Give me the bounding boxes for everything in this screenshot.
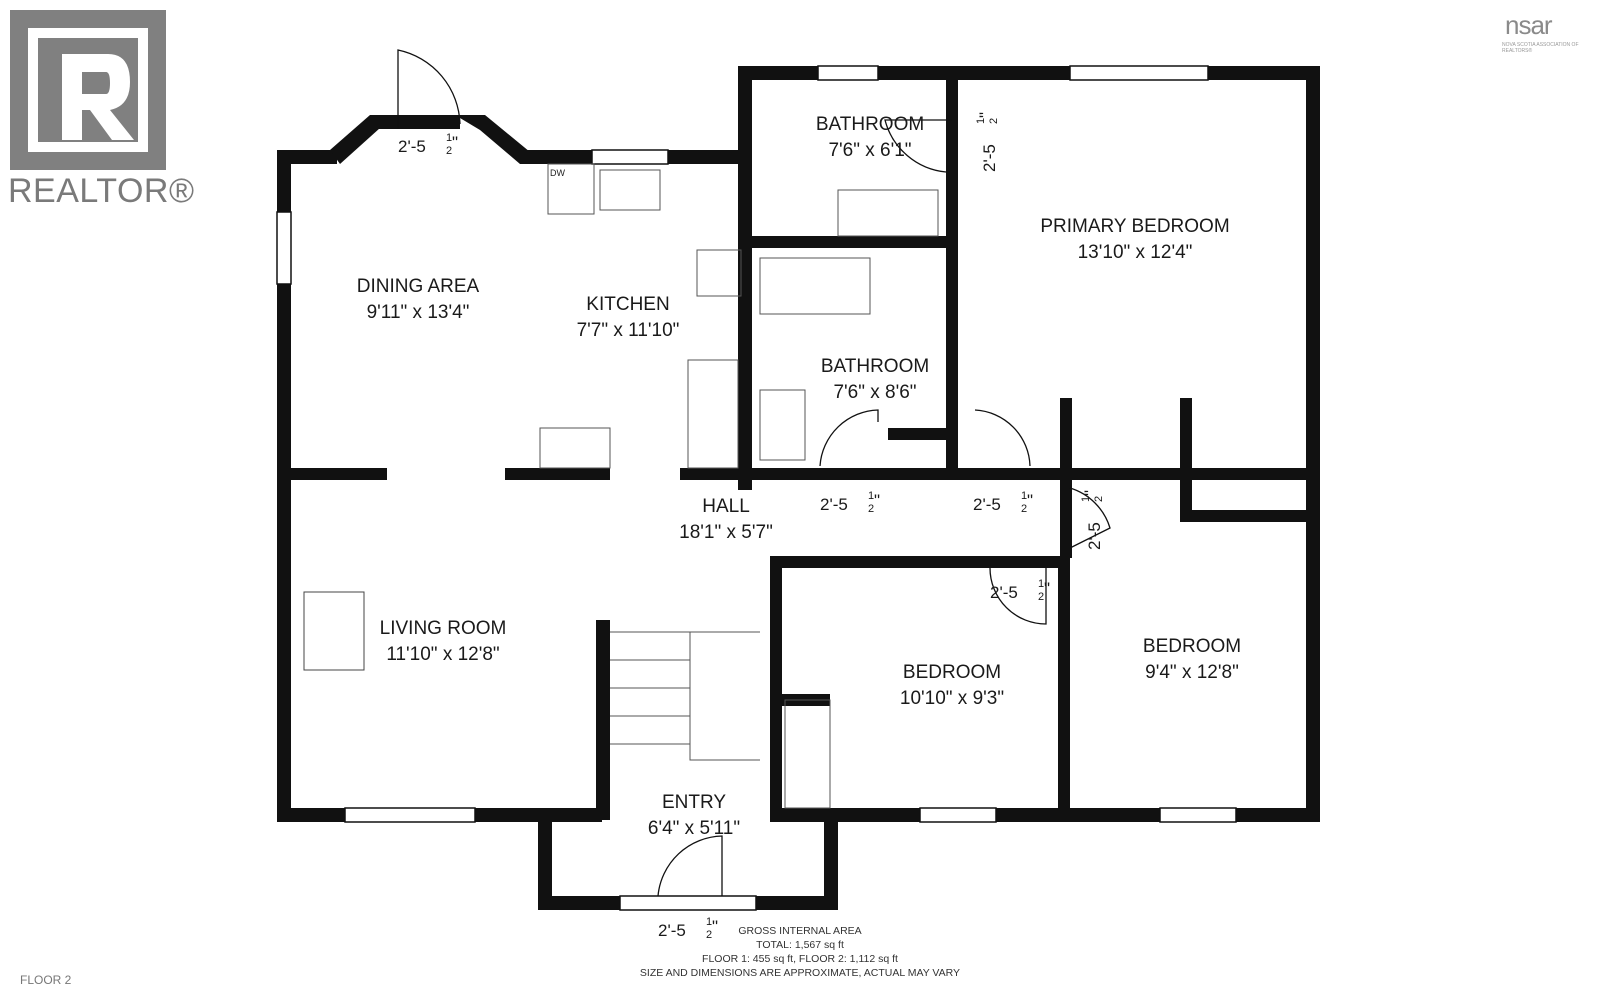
svg-text:2: 2 xyxy=(1021,503,1027,515)
svg-text:": " xyxy=(1044,579,1050,598)
bedroom-right-name: BEDROOM xyxy=(1143,636,1241,657)
door-dim-primary: 2'-5 1 2 " xyxy=(973,490,1033,515)
living-room-size: 11'10" x 12'8" xyxy=(386,644,499,665)
primary-bedroom-name: PRIMARY BEDROOM xyxy=(1040,216,1229,237)
area-notes: GROSS INTERNAL AREA TOTAL: 1,567 sq ft F… xyxy=(640,925,960,979)
hall-size: 18'1" x 5'7" xyxy=(679,522,773,543)
svg-text:1: 1 xyxy=(446,132,452,144)
svg-text:1: 1 xyxy=(1021,490,1027,502)
dishwasher-label: DW xyxy=(550,168,565,178)
svg-text:": " xyxy=(1081,490,1100,496)
svg-text:": " xyxy=(452,133,458,152)
svg-text:2: 2 xyxy=(1093,496,1105,502)
svg-text:2'-5: 2'-5 xyxy=(980,144,999,172)
svg-text:2: 2 xyxy=(706,929,712,941)
svg-text:2'-5: 2'-5 xyxy=(990,583,1018,602)
nsar-logo: nsar xyxy=(1505,10,1553,40)
kitchen-name: KITCHEN xyxy=(586,294,669,315)
door-dim-entry: 2'-5 1 2 " xyxy=(658,916,718,941)
svg-text:": " xyxy=(874,491,880,510)
svg-text:1: 1 xyxy=(1038,578,1044,590)
dining-area-name: DINING AREA xyxy=(357,276,480,297)
gross-area-heading: GROSS INTERNAL AREA xyxy=(738,925,861,937)
svg-text:2: 2 xyxy=(868,503,874,515)
hall-name: HALL xyxy=(702,496,750,517)
door-dim-dining: 2'-5 1 2 " xyxy=(398,132,458,157)
svg-text:2: 2 xyxy=(1038,591,1044,603)
nsar-logo-subtext: NOVA SCOTIA ASSOCIATION OF REALTORS® xyxy=(1502,42,1579,54)
primary-bedroom-size: 13'10" x 12'4" xyxy=(1078,242,1193,263)
svg-text:": " xyxy=(1027,491,1033,510)
door-dim-bedroom-right: 2'-5 1 2 " xyxy=(1080,490,1105,550)
realtor-logo xyxy=(10,10,166,170)
svg-text:2'-5: 2'-5 xyxy=(398,137,426,156)
floor-areas: FLOOR 1: 455 sq ft, FLOOR 2: 1,112 sq ft xyxy=(702,953,898,965)
entry-name: ENTRY xyxy=(662,792,726,813)
door-dim-bath-upper: 2'-5 1 2 " xyxy=(975,112,1000,172)
fixtures xyxy=(303,163,939,809)
svg-text:": " xyxy=(712,917,718,936)
kitchen-size: 7'7" x 11'10" xyxy=(577,320,680,341)
total-area: TOTAL: 1,567 sq ft xyxy=(756,939,844,951)
bedroom-middle-name: BEDROOM xyxy=(903,662,1001,683)
bathroom-upper-name: BATHROOM xyxy=(816,114,924,135)
svg-text:1: 1 xyxy=(868,490,874,502)
realtor-wordmark: REALTOR® xyxy=(8,172,195,210)
svg-text:2'-5: 2'-5 xyxy=(658,921,686,940)
svg-text:1: 1 xyxy=(1080,496,1092,502)
interior-walls xyxy=(277,66,1320,820)
bedroom-right-size: 9'4" x 12'8" xyxy=(1145,662,1239,683)
svg-text:2: 2 xyxy=(446,145,452,157)
svg-text:2'-5: 2'-5 xyxy=(973,495,1001,514)
svg-text:1: 1 xyxy=(706,916,712,928)
bathroom-lower-size: 7'6" x 8'6" xyxy=(833,382,916,403)
entry-size: 6'4" x 5'11" xyxy=(648,818,740,839)
realtor-r-icon xyxy=(10,10,166,170)
door-dimensions: 2'-5 1 2 " 2'-5 1 2 " 2'-5 1 2 " 2'-5 1 … xyxy=(398,112,1105,941)
doors xyxy=(397,49,1111,897)
svg-text:2'-5: 2'-5 xyxy=(1085,522,1104,550)
door-dim-bath-lower: 2'-5 1 2 " xyxy=(820,490,880,515)
windows xyxy=(276,65,1237,911)
bedroom-middle-size: 10'10" x 9'3" xyxy=(900,688,1004,709)
svg-text:": " xyxy=(976,112,995,118)
room-labels: BATHROOM 7'6" x 6'1" PRIMARY BEDROOM 13'… xyxy=(357,114,1241,839)
door-dim-bedroom-middle: 2'-5 1 2 " xyxy=(990,578,1050,603)
bathroom-lower-name: BATHROOM xyxy=(821,356,929,377)
floor-label: FLOOR 2 xyxy=(20,973,72,987)
svg-text:2'-5: 2'-5 xyxy=(820,495,848,514)
svg-text:2: 2 xyxy=(988,118,1000,124)
living-room-name: LIVING ROOM xyxy=(380,618,507,639)
exterior-walls xyxy=(277,66,1320,910)
svg-text:1: 1 xyxy=(975,118,987,124)
dining-area-size: 9'11" x 13'4" xyxy=(367,302,470,323)
area-disclaimer: SIZE AND DIMENSIONS ARE APPROXIMATE, ACT… xyxy=(640,967,960,979)
bathroom-upper-size: 7'6" x 6'1" xyxy=(828,140,911,161)
